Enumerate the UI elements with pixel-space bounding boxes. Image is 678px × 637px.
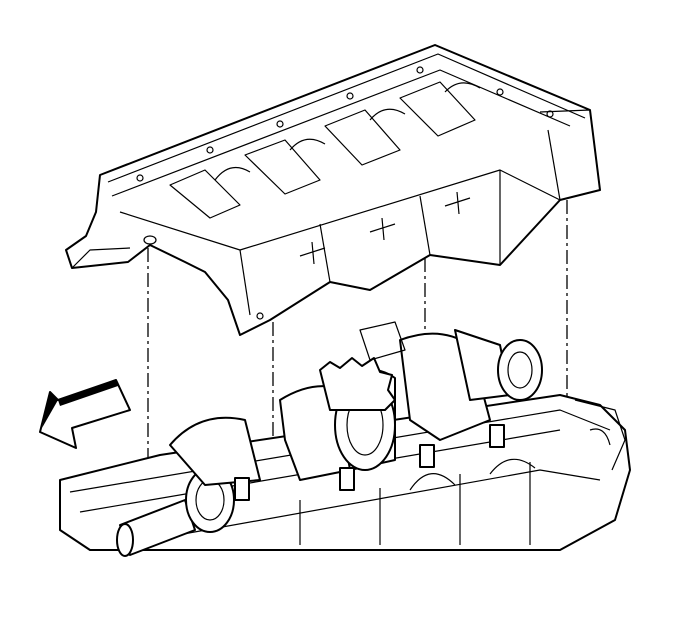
- crankshaft: [116, 321, 543, 557]
- lower-crankcase: [65, 44, 601, 336]
- direction-arrow-icon: [39, 379, 131, 449]
